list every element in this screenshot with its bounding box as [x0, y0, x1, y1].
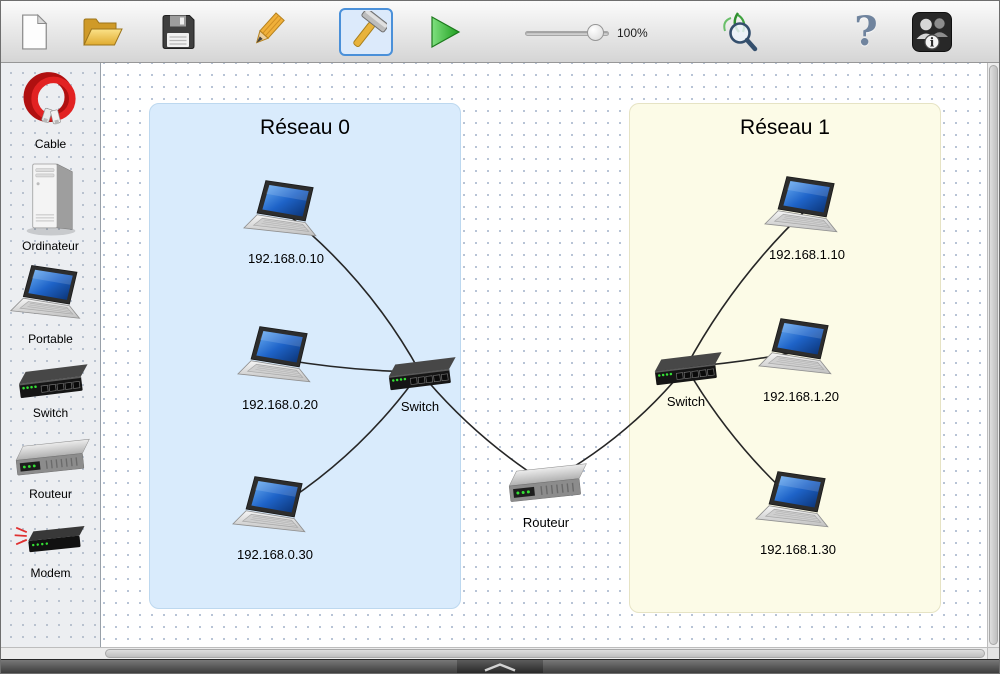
switch-node[interactable]: Switch: [647, 344, 725, 409]
switch-icon: [381, 349, 459, 396]
device-label: Switch: [400, 398, 440, 414]
design-hammer-icon: [353, 11, 387, 48]
cable-icon: [10, 69, 92, 135]
drawer-handle[interactable]: [457, 660, 543, 673]
laptop-node[interactable]: 192.168.0.10: [242, 178, 330, 266]
laptop-icon: [231, 474, 319, 544]
save-file-button[interactable]: [151, 8, 205, 56]
palette-item-switch[interactable]: Switch: [1, 350, 100, 424]
design-mode-button[interactable]: [339, 8, 393, 56]
laptop-node[interactable]: 192.168.0.30: [231, 474, 319, 562]
simulation-mode-button[interactable]: [417, 8, 471, 56]
laptop-node[interactable]: 192.168.1.10: [763, 174, 851, 262]
device-label: 192.168.1.20: [763, 389, 839, 404]
simulation-play-icon: [431, 15, 461, 49]
device-label: 192.168.1.10: [769, 247, 845, 262]
help-icon: ?: [854, 8, 878, 55]
svg-text:i: i: [930, 36, 935, 50]
vertical-scrollbar-thumb[interactable]: [989, 65, 998, 645]
device-label: Switch: [666, 393, 706, 409]
palette-item-label: Routeur: [29, 487, 72, 501]
switch-icon: [11, 356, 91, 404]
router-node[interactable]: Routeur: [502, 454, 590, 530]
about-icon: i: [912, 12, 952, 52]
network-title: Réseau 1: [740, 116, 830, 139]
chevron-up-icon: [484, 662, 516, 672]
save-file-icon: [162, 15, 195, 49]
laptop-icon: [9, 263, 93, 330]
laptop-node[interactable]: 192.168.1.20: [757, 316, 845, 404]
open-file-icon: [83, 18, 123, 46]
switch-icon: [647, 344, 725, 391]
laptop-node[interactable]: 192.168.1.30: [754, 469, 842, 557]
documentation-pencil-icon: [255, 12, 285, 44]
computer-icon: [13, 161, 89, 237]
palette-item-label: Portable: [28, 332, 73, 346]
device-label: 192.168.0.10: [248, 251, 324, 266]
device-label: 192.168.0.20: [242, 397, 318, 412]
scroll-corner: [987, 647, 999, 659]
new-file-button[interactable]: [7, 8, 61, 56]
speed-slider[interactable]: [525, 23, 609, 43]
new-file-icon: [22, 13, 48, 50]
palette-item-label: Ordinateur: [22, 239, 79, 253]
zoom-label: 100%: [617, 26, 648, 40]
palette-item-label: Switch: [32, 406, 69, 420]
log-drawer-bar[interactable]: [1, 659, 999, 673]
router-icon: [502, 454, 590, 512]
laptop-icon: [757, 316, 845, 386]
laptop-icon: [236, 324, 324, 394]
help-button[interactable]: ?: [839, 8, 893, 56]
horizontal-scrollbar[interactable]: [1, 647, 989, 659]
packet-analysis-icon: [723, 12, 758, 52]
laptop-icon: [763, 174, 851, 244]
palette-item-laptop[interactable]: Portable: [1, 257, 100, 350]
vertical-scrollbar[interactable]: [987, 63, 999, 649]
router-icon: [9, 430, 93, 485]
documentation-mode-button[interactable]: [241, 8, 295, 56]
slider-groove: [525, 31, 609, 36]
palette-item-label: Cable: [34, 137, 67, 151]
palette-item-computer[interactable]: Ordinateur: [1, 155, 100, 257]
horizontal-scrollbar-thumb[interactable]: [105, 649, 985, 658]
slider-knob[interactable]: [587, 24, 604, 41]
device-label: 192.168.0.30: [237, 547, 313, 562]
network-title: Réseau 0: [260, 116, 350, 139]
toolbar: 100% ? i: [1, 1, 999, 63]
device-label: Routeur: [522, 515, 570, 530]
packet-analysis-button[interactable]: [711, 8, 765, 56]
design-canvas[interactable]: Réseau 0 Réseau 1 192.168.0.10 192.168.0.2…: [101, 63, 989, 649]
about-button[interactable]: i: [905, 8, 959, 56]
palette-item-cable[interactable]: Cable: [1, 63, 100, 155]
open-file-button[interactable]: [75, 8, 129, 56]
switch-node[interactable]: Switch: [381, 349, 459, 414]
palette-item-router[interactable]: Routeur: [1, 424, 100, 505]
laptop-icon: [242, 178, 330, 248]
palette-item-label: Modem: [30, 566, 71, 580]
modem-icon: [13, 511, 89, 564]
laptop-icon: [754, 469, 842, 539]
device-label: 192.168.1.30: [760, 542, 836, 557]
devices-layer: 192.168.0.10 192.168.0.20 192.168.0.30 Swit…: [101, 63, 989, 649]
palette-item-modem[interactable]: Modem: [1, 505, 100, 584]
laptop-node[interactable]: 192.168.0.20: [236, 324, 324, 412]
